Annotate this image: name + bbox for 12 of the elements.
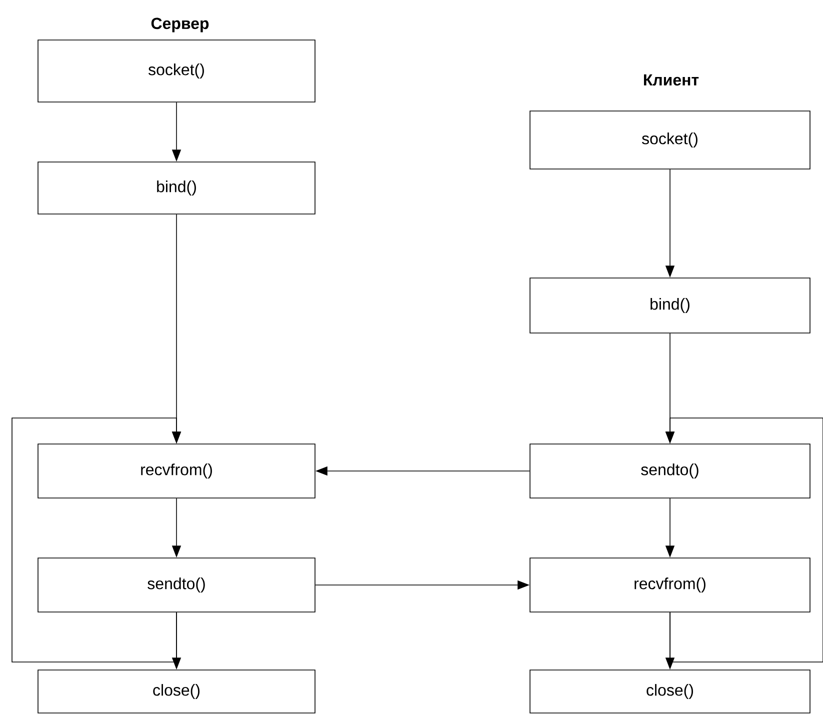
column-heading: Клиент xyxy=(644,74,699,86)
process-box: sendto() xyxy=(530,444,810,498)
arrow xyxy=(12,418,182,662)
process-box: recvfrom() xyxy=(530,558,810,612)
process-box: bind() xyxy=(38,162,316,214)
process-box: close() xyxy=(530,670,810,714)
process-box: recvfrom() xyxy=(38,444,316,498)
process-box: sendto() xyxy=(38,558,316,612)
process-box: bind() xyxy=(530,278,810,334)
process-box: socket() xyxy=(530,110,810,170)
process-box: socket() xyxy=(38,40,316,102)
process-box: close() xyxy=(38,670,316,714)
